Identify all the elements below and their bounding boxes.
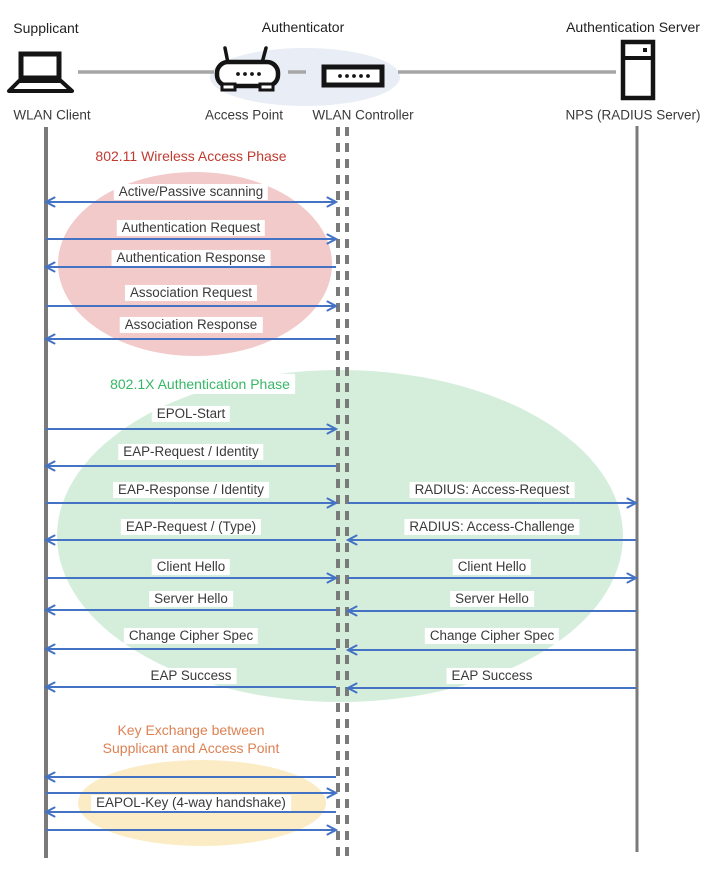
message-label: EAP Success — [446, 667, 538, 685]
role-auth-server: Authentication Server — [566, 19, 700, 35]
phase1-title: 802.11 Wireless Access Phase — [90, 145, 292, 167]
message-label: RADIUS: Access-Request — [409, 481, 575, 499]
wlan-controller-icon — [321, 64, 385, 88]
message-label: EAP Success — [145, 667, 237, 685]
message-label: Client Hello — [151, 558, 231, 576]
node-access-point: Access Point — [204, 107, 284, 123]
role-authenticator: Authenticator — [261, 19, 345, 35]
message-label: Association Request — [124, 284, 258, 302]
server-icon — [620, 39, 656, 101]
message-label: Server Hello — [149, 590, 233, 608]
phase3-title: Key Exchange between Supplicant and Acce… — [97, 719, 285, 759]
message-label: EAP-Request / (Type) — [120, 518, 262, 536]
phase2-title: 802.1X Authentication Phase — [105, 373, 295, 395]
message-label: Association Response — [119, 316, 263, 334]
node-wlan-client: WLAN Client — [13, 107, 91, 123]
message-label: Server Hello — [450, 590, 534, 608]
message-label: RADIUS: Access-Challenge — [404, 518, 580, 536]
node-wlan-controller: WLAN Controller — [312, 107, 414, 123]
message-label: EAP-Request / Identity — [118, 443, 264, 461]
message-label: EPOL-Start — [151, 405, 231, 423]
message-label: Authentication Request — [116, 219, 266, 237]
message-label: Active/Passive scanning — [113, 183, 269, 201]
message-label: EAP-Response / Identity — [113, 481, 269, 499]
message-label: Change Cipher Spec — [424, 627, 560, 645]
laptop-icon — [7, 51, 74, 93]
message-arrows — [46, 202, 636, 830]
message-label: Client Hello — [452, 558, 532, 576]
message-label: Authentication Response — [111, 249, 271, 267]
role-supplicant: Supplicant — [13, 20, 79, 36]
access-point-icon — [214, 46, 281, 92]
message-label: EAPOL-Key (4-way handshake) — [91, 794, 291, 812]
message-label: Change Cipher Spec — [123, 627, 259, 645]
node-nps-server: NPS (RADIUS Server) — [565, 107, 701, 123]
